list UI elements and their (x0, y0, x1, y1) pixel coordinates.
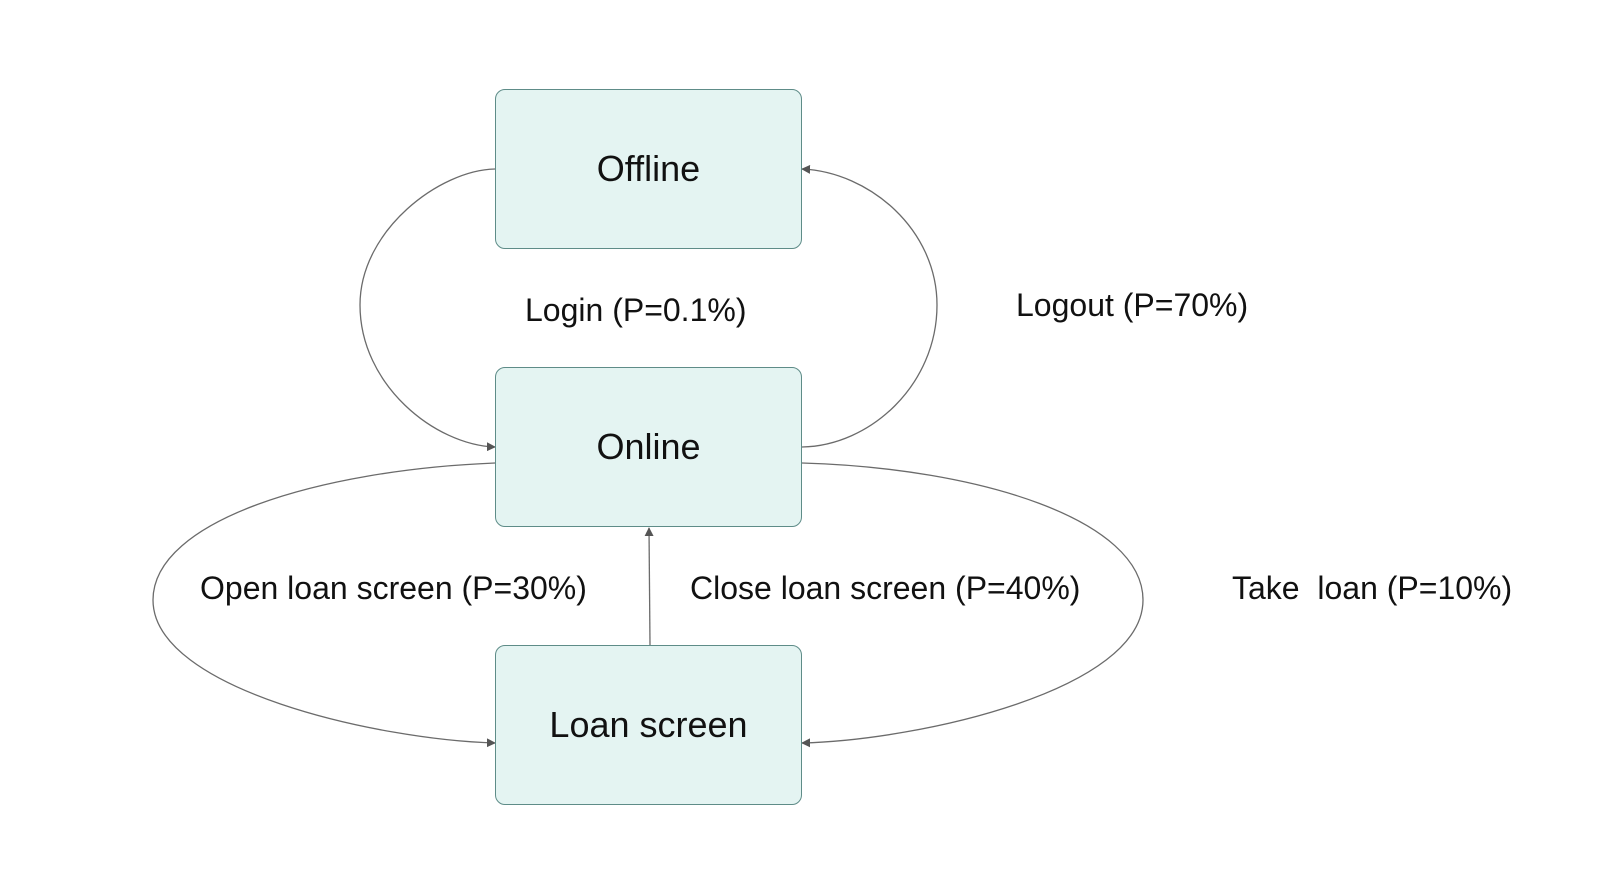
edge-logout-arrow (801, 164, 938, 448)
edge-close-loan-screen-arrow (644, 527, 654, 646)
edge-login-label: Login (P=0.1%) (525, 292, 747, 328)
edge-logout-label: Logout (P=70%) (1016, 287, 1249, 323)
state-offline-node: Offline (495, 89, 802, 249)
edge-open-loan-screen-arrow (152, 462, 496, 748)
state-online-node: Online (495, 367, 802, 527)
state-loan-screen-node: Loan screen (495, 645, 802, 805)
edge-close-loan-screen-label: Close loan screen (P=40%) (690, 570, 1081, 606)
edge-open-loan-screen-label: Open loan screen (P=30%) (200, 570, 587, 606)
edge-take-loan-arrow (801, 462, 1144, 748)
edge-login-arrow (359, 168, 496, 452)
edge-take-loan-label: Take loan (P=10%) (1232, 570, 1513, 606)
